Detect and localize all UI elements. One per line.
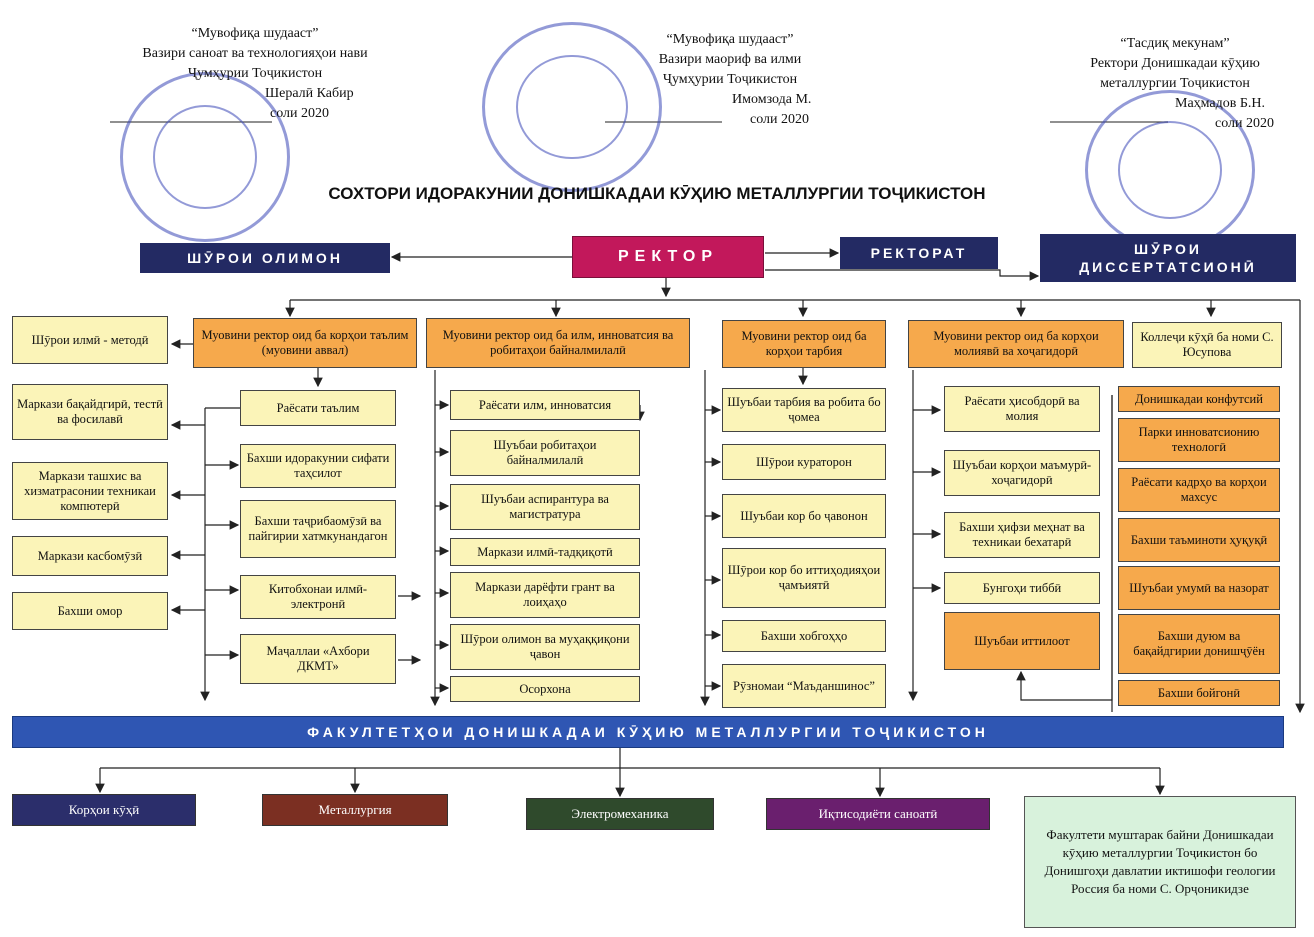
approval-left-heading: “Мувофиқа шудааст”	[191, 26, 319, 41]
col4-head: Муовини ректор оид ба корҳои молиявӣ ва …	[908, 320, 1124, 368]
col4-item-1: Шуъбаи корҳои маъмурӣ-хоҷагидорӣ	[944, 450, 1100, 496]
approval-right-institute: металлургии Тоҷикистон	[1100, 76, 1250, 91]
approval-left-position: Вазири саноат ва технологияҳои нави	[142, 46, 368, 61]
col3-head: Муовини ректор оид ба корҳои тарбия	[722, 320, 886, 368]
approval-middle-year: соли 2020	[750, 112, 810, 127]
faculty-industrial-economics: Иқтисодиёти саноатӣ	[766, 798, 990, 830]
col0-item-1: Маркази бақайдгирӣ, тестӣ ва фосилавӣ	[12, 384, 168, 440]
col1-item-2: Бахши таҷрибаомӯзӣ ва пайгирии хатмкунан…	[240, 500, 396, 558]
approval-middle-signer: Имомзода М.	[732, 92, 812, 107]
approval-right-position: Ректори Донишкадаи кӯҳию	[1090, 56, 1260, 71]
col5-item-3: Бахши таъминоти ҳуқуқӣ	[1118, 518, 1280, 562]
col3-item-0: Шуъбаи тарбия ва робита бо ҷомеа	[722, 388, 886, 432]
col1-item-4: Маҷаллаи «Ахбори ДКМТ»	[240, 634, 396, 684]
col2-item-0: Раёсати илм, инноватсия	[450, 390, 640, 420]
col5-head: Коллеҷи кӯҳӣ ба номи С. Юсупова	[1132, 322, 1282, 368]
col3-item-1: Шӯрои куратoрон	[722, 444, 886, 480]
stamp-seal-middle	[482, 22, 662, 192]
rectorate-box: РЕКТОРАТ	[840, 237, 998, 269]
approval-left-signer: Шералӣ Кабир	[265, 86, 354, 101]
col4-item-0: Раёсати ҳисобдорӣ ва молия	[944, 386, 1100, 432]
approval-left: “Мувофиқа шудааст” Вазири саноат ва техн…	[95, 24, 415, 124]
col0-item-4: Бахши омор	[12, 592, 168, 630]
col4-item-4: Шуъбаи иттилоот	[944, 612, 1100, 670]
col5-item-6: Бахши бойгонӣ	[1118, 680, 1280, 706]
col5-item-4: Шуъбаи умумӣ ва назорат	[1118, 566, 1280, 610]
col4-item-2: Бахши ҳифзи меҳнат ва техникаи бехатарӣ	[944, 512, 1100, 558]
col5-item-2: Раёсати кадрҳо ва корҳои махсус	[1118, 468, 1280, 512]
col3-item-2: Шуъбаи кор бо ҷавонон	[722, 494, 886, 538]
faculty-electromechanics: Электромеханика	[526, 798, 714, 830]
col2-item-1: Шуъбаи робитаҳои байналмилалӣ	[450, 430, 640, 476]
col1-item-1: Бахши идоракунии сифати таҳсилот	[240, 444, 396, 488]
col2-item-5: Шӯрои олимон ва муҳаққиқони ҷавон	[450, 624, 640, 670]
col5-item-1: Парки инноватсионию технологӣ	[1118, 418, 1280, 462]
col2-item-6: Осорхона	[450, 676, 640, 702]
col2-item-4: Маркази дарёфти грант ва лоиҳаҳо	[450, 572, 640, 618]
approval-left-country: Ҷумҳурии Тоҷикистон	[187, 66, 323, 81]
approval-middle-heading: “Мувофиқа шудааст”	[666, 32, 794, 47]
stamp-seal-left	[120, 72, 290, 242]
scientific-council-box: ШӮРОИ ОЛИМОН	[140, 243, 390, 273]
approval-middle-country: Ҷумҳурии Тоҷикистон	[662, 72, 798, 87]
col0-item-2: Маркази ташхис ва хизматрасонии техникаи…	[12, 462, 168, 520]
col5-item-0: Донишкадаи конфутсий	[1118, 386, 1280, 412]
col3-item-4: Бахши хобгоҳҳо	[722, 620, 886, 652]
approval-right-signer: Маҳмадов Б.Н.	[1175, 96, 1266, 111]
dissertation-council-box: ШӮРОИ ДИССЕРТАТСИОНӢ	[1040, 234, 1296, 282]
col1-item-3: Китобхонаи илмӣ-электронӣ	[240, 575, 396, 619]
col0-item-3: Маркази касбомӯзӣ	[12, 536, 168, 576]
joint-faculty-box: Факултети муштарак байни Донишкадаи кӯҳи…	[1024, 796, 1296, 928]
approval-right: “Тасдиқ мекунам” Ректори Донишкадаи кӯҳи…	[1045, 34, 1305, 134]
col1-item-0: Раёсати таълим	[240, 390, 396, 426]
col2-item-2: Шуъбаи аспирантура ва магистратура	[450, 484, 640, 530]
col4-item-3: Бунгоҳи тиббӣ	[944, 572, 1100, 604]
col2-head: Муовини ректор оид ба илм, инноватсия ва…	[426, 318, 690, 368]
approval-left-year: соли 2020	[270, 106, 330, 121]
col1-head: Муовини ректор оид ба корҳои таълим (муо…	[193, 318, 417, 368]
col3-item-5: Рӯзномаи “Маъданшинос”	[722, 664, 886, 708]
approval-middle-position: Вазири маориф ва илми	[658, 52, 802, 67]
col5-item-5: Бахши дуюм ва бақайдгирии донишҷӯён	[1118, 614, 1280, 674]
faculties-bar: ФАКУЛТЕТҲОИ ДОНИШКАДАИ КӮҲИЮ МЕТАЛЛУРГИИ…	[12, 716, 1284, 748]
approval-middle: “Мувофиқа шудааст” Вазири маориф ва илми…	[600, 30, 860, 130]
faculty-mining: Корҳои кӯҳӣ	[12, 794, 196, 826]
faculty-metallurgy: Металлургия	[262, 794, 448, 826]
approval-right-year: соли 2020	[1215, 116, 1275, 131]
col3-item-3: Шӯрои кор бо иттиҳодияҳои ҷамъиятӣ	[722, 548, 886, 608]
col0-item-0: Шӯрои илмӣ - методӣ	[12, 316, 168, 364]
col2-item-3: Маркази илмӣ-тадқиқотӣ	[450, 538, 640, 566]
page-title: СОХТОРИ ИДОРАКУНИИ ДОНИШКАДАИ КӮҲИЮ МЕТА…	[328, 184, 986, 203]
approval-right-heading: “Тасдиқ мекунам”	[1120, 36, 1230, 51]
rector-box: РЕКТОР	[572, 236, 764, 278]
